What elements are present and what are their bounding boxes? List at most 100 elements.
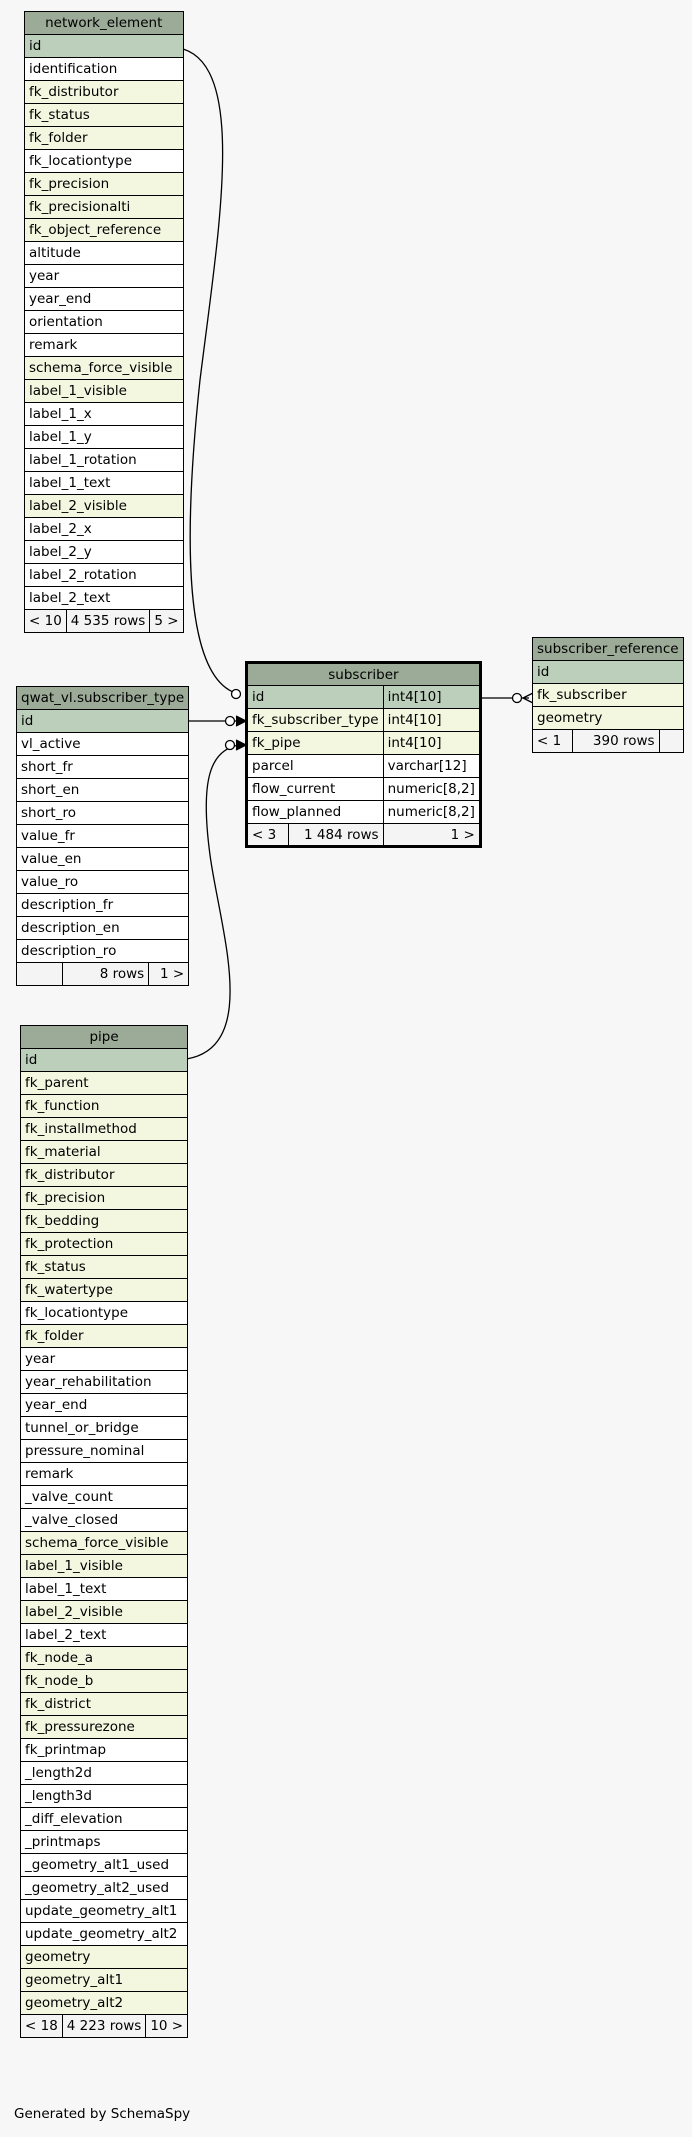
table-column-row: id bbox=[532, 660, 684, 684]
column-name: short_ro bbox=[15, 801, 190, 825]
column-name: _diff_elevation bbox=[19, 1807, 189, 1831]
table-column-row: _printmaps bbox=[19, 1830, 189, 1854]
column-name: _geometry_alt1_used bbox=[19, 1853, 189, 1877]
table-column-row: fk_function bbox=[19, 1094, 189, 1118]
table-title: network_element bbox=[24, 11, 184, 35]
table-column-row: label_1_visible bbox=[19, 1554, 189, 1578]
child-count: 5 > bbox=[149, 609, 184, 633]
column-name: fk_subscriber_type bbox=[246, 708, 384, 732]
column-name: fk_protection bbox=[19, 1232, 189, 1256]
column-name: year_end bbox=[24, 287, 184, 311]
column-name: fk_function bbox=[19, 1094, 189, 1118]
column-name: parcel bbox=[246, 754, 384, 778]
table-column-row: value_ro bbox=[15, 870, 190, 894]
table-column-row: pressure_nominal bbox=[19, 1439, 189, 1463]
table-title: subscriber_reference bbox=[532, 637, 684, 661]
column-name: label_2_visible bbox=[19, 1600, 189, 1624]
table-header-row: subscriber bbox=[246, 662, 481, 686]
table-header-row: pipe bbox=[19, 1025, 189, 1049]
table-column-row: fk_material bbox=[19, 1140, 189, 1164]
table-column-row: label_1_visible bbox=[24, 379, 184, 403]
row-count: 4 223 rows bbox=[61, 2014, 147, 2038]
table-column-row: label_2_visible bbox=[19, 1600, 189, 1624]
column-name: value_en bbox=[15, 847, 190, 871]
column-name: _length3d bbox=[19, 1784, 189, 1808]
column-name: pressure_nominal bbox=[19, 1439, 189, 1463]
table-header-row: qwat_vl.subscriber_type bbox=[15, 686, 190, 710]
column-name: description_en bbox=[15, 916, 190, 940]
table-column-row: label_1_y bbox=[24, 425, 184, 449]
column-name: label_1_visible bbox=[24, 379, 184, 403]
column-name: fk_parent bbox=[19, 1071, 189, 1095]
table-column-row: geometry_alt2 bbox=[19, 1991, 189, 2015]
column-name: fk_folder bbox=[24, 126, 184, 150]
table-column-row: label_1_rotation bbox=[24, 448, 184, 472]
column-name: schema_force_visible bbox=[19, 1531, 189, 1555]
column-name: fk_pipe bbox=[246, 731, 384, 755]
table-column-row: fk_parent bbox=[19, 1071, 189, 1095]
table-column-row: fk_node_a bbox=[19, 1646, 189, 1670]
column-type: int4[10] bbox=[382, 685, 481, 709]
column-name: fk_precision bbox=[24, 172, 184, 196]
column-name: label_2_text bbox=[24, 586, 184, 610]
table-column-row: update_geometry_alt2 bbox=[19, 1922, 189, 1946]
table-column-row: fk_pressurezone bbox=[19, 1715, 189, 1739]
table-column-row: label_2_text bbox=[19, 1623, 189, 1647]
column-name: _valve_count bbox=[19, 1485, 189, 1509]
table-column-row: _length3d bbox=[19, 1784, 189, 1808]
column-name: label_2_rotation bbox=[24, 563, 184, 587]
table-column-row: fk_watertype bbox=[19, 1278, 189, 1302]
column-name: id bbox=[15, 709, 190, 733]
child-count: 10 > bbox=[145, 2014, 189, 2038]
child-count: 1 > bbox=[382, 823, 481, 847]
parent-count bbox=[16, 962, 63, 986]
table-column-row: fk_object_reference bbox=[24, 218, 184, 242]
column-name: fk_subscriber bbox=[532, 683, 684, 707]
column-name: label_2_y bbox=[24, 540, 184, 564]
parent-count: < 3 bbox=[248, 824, 289, 845]
table-column-row: remark bbox=[24, 333, 184, 357]
column-name: fk_precisionalti bbox=[24, 195, 184, 219]
table-column-row: fk_printmap bbox=[19, 1738, 189, 1762]
column-name: label_1_text bbox=[19, 1577, 189, 1601]
column-name: fk_status bbox=[19, 1255, 189, 1279]
column-name: orientation bbox=[24, 310, 184, 334]
column-name: fk_precision bbox=[19, 1186, 189, 1210]
column-name: geometry_alt1 bbox=[19, 1968, 189, 1992]
child-count: 1 > bbox=[148, 962, 190, 986]
column-name: year_rehabilitation bbox=[19, 1370, 189, 1394]
table-column-row: id bbox=[19, 1048, 189, 1072]
parent-count: < 10 bbox=[24, 609, 67, 633]
table-column-row: fk_subscriber bbox=[532, 683, 684, 707]
table-header-row: subscriber_reference bbox=[532, 637, 684, 661]
table-column-row: geometry_alt1 bbox=[19, 1968, 189, 1992]
table-column-row: fk_installmethod bbox=[19, 1117, 189, 1141]
table-column-row: description_fr bbox=[15, 893, 190, 917]
generated-by-caption: Generated by SchemaSpy bbox=[14, 2106, 191, 2122]
column-name: update_geometry_alt2 bbox=[19, 1922, 189, 1946]
table-column-row: id bbox=[15, 709, 190, 733]
table-column-row: label_2_text bbox=[24, 586, 184, 610]
column-name: tunnel_or_bridge bbox=[19, 1416, 189, 1440]
table-header-row: network_element bbox=[24, 11, 184, 35]
column-name: fk_material bbox=[19, 1140, 189, 1164]
column-name: schema_force_visible bbox=[24, 356, 184, 380]
table-column-row: _valve_closed bbox=[19, 1508, 189, 1532]
column-name: fk_pressurezone bbox=[19, 1715, 189, 1739]
column-name: id bbox=[532, 660, 684, 684]
table-title: qwat_vl.subscriber_type bbox=[15, 686, 190, 710]
column-name: description_ro bbox=[15, 939, 190, 963]
table-column-row: year bbox=[24, 264, 184, 288]
table-column-row: year_rehabilitation bbox=[19, 1370, 189, 1394]
column-name: _printmaps bbox=[19, 1830, 189, 1854]
